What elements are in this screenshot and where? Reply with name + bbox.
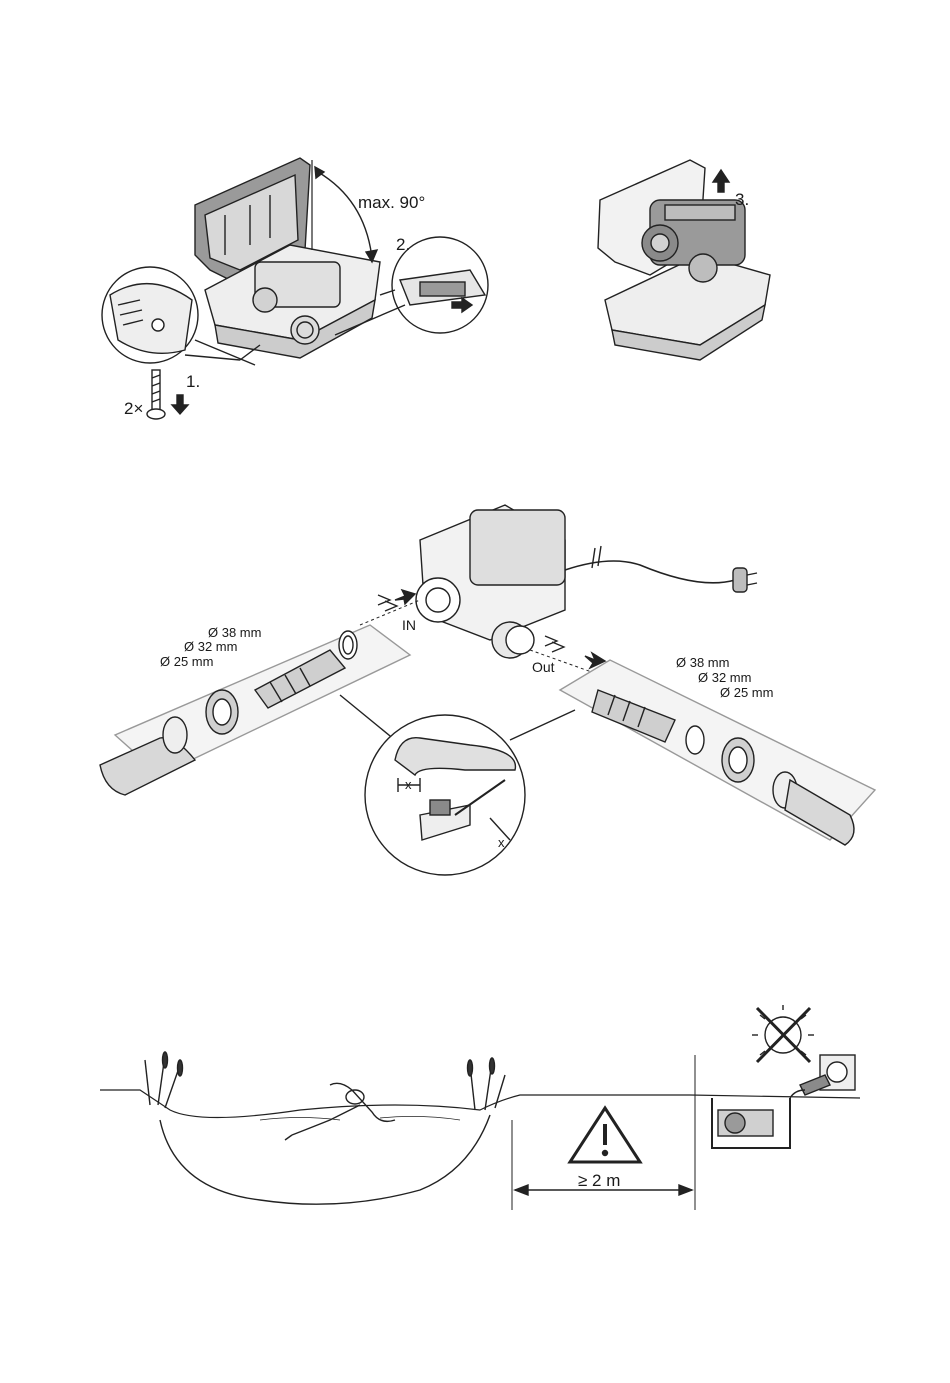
step-3-label: 3. (735, 190, 749, 209)
outlet-assembly (560, 660, 875, 845)
outlet-size-32: Ø 32 mm (698, 670, 751, 685)
up-arrow-icon (713, 170, 729, 192)
outlet-label: Out (532, 659, 555, 675)
angle-label: max. 90° (358, 193, 425, 212)
reeds-right (468, 1058, 506, 1110)
cut-length-label-a: x (405, 777, 412, 792)
no-direct-sunlight-icon (752, 1005, 814, 1062)
pond (160, 1115, 490, 1204)
warning-triangle-icon (570, 1108, 640, 1162)
inlet-label: IN (402, 617, 416, 633)
outlet-size-38: Ø 38 mm (676, 655, 729, 670)
reeds-left (145, 1052, 183, 1108)
step-1-label: 1. (186, 372, 200, 391)
outlet-size-25: Ø 25 mm (720, 685, 773, 700)
distance-label: ≥ 2 m (578, 1171, 620, 1190)
inlet-size-32: Ø 32 mm (184, 639, 237, 654)
power-plug-icon (733, 568, 757, 592)
step-2-label: 2. (396, 235, 410, 254)
figure-open-housing (102, 158, 488, 419)
figure-pond-distance (100, 1005, 860, 1210)
inlet-size-25: Ø 25 mm (160, 654, 213, 669)
down-arrow-icon (172, 395, 188, 414)
pump-pit (712, 1098, 790, 1148)
cut-length-label-b: x (498, 835, 505, 850)
hose-cut-detail (340, 695, 575, 875)
screw-count-label: 2× (124, 399, 143, 418)
power-socket-icon (790, 1055, 855, 1098)
pump-body (416, 505, 565, 658)
screw-icon (147, 370, 165, 419)
inlet-size-38: Ø 38 mm (208, 625, 261, 640)
inlet-assembly (100, 625, 410, 795)
